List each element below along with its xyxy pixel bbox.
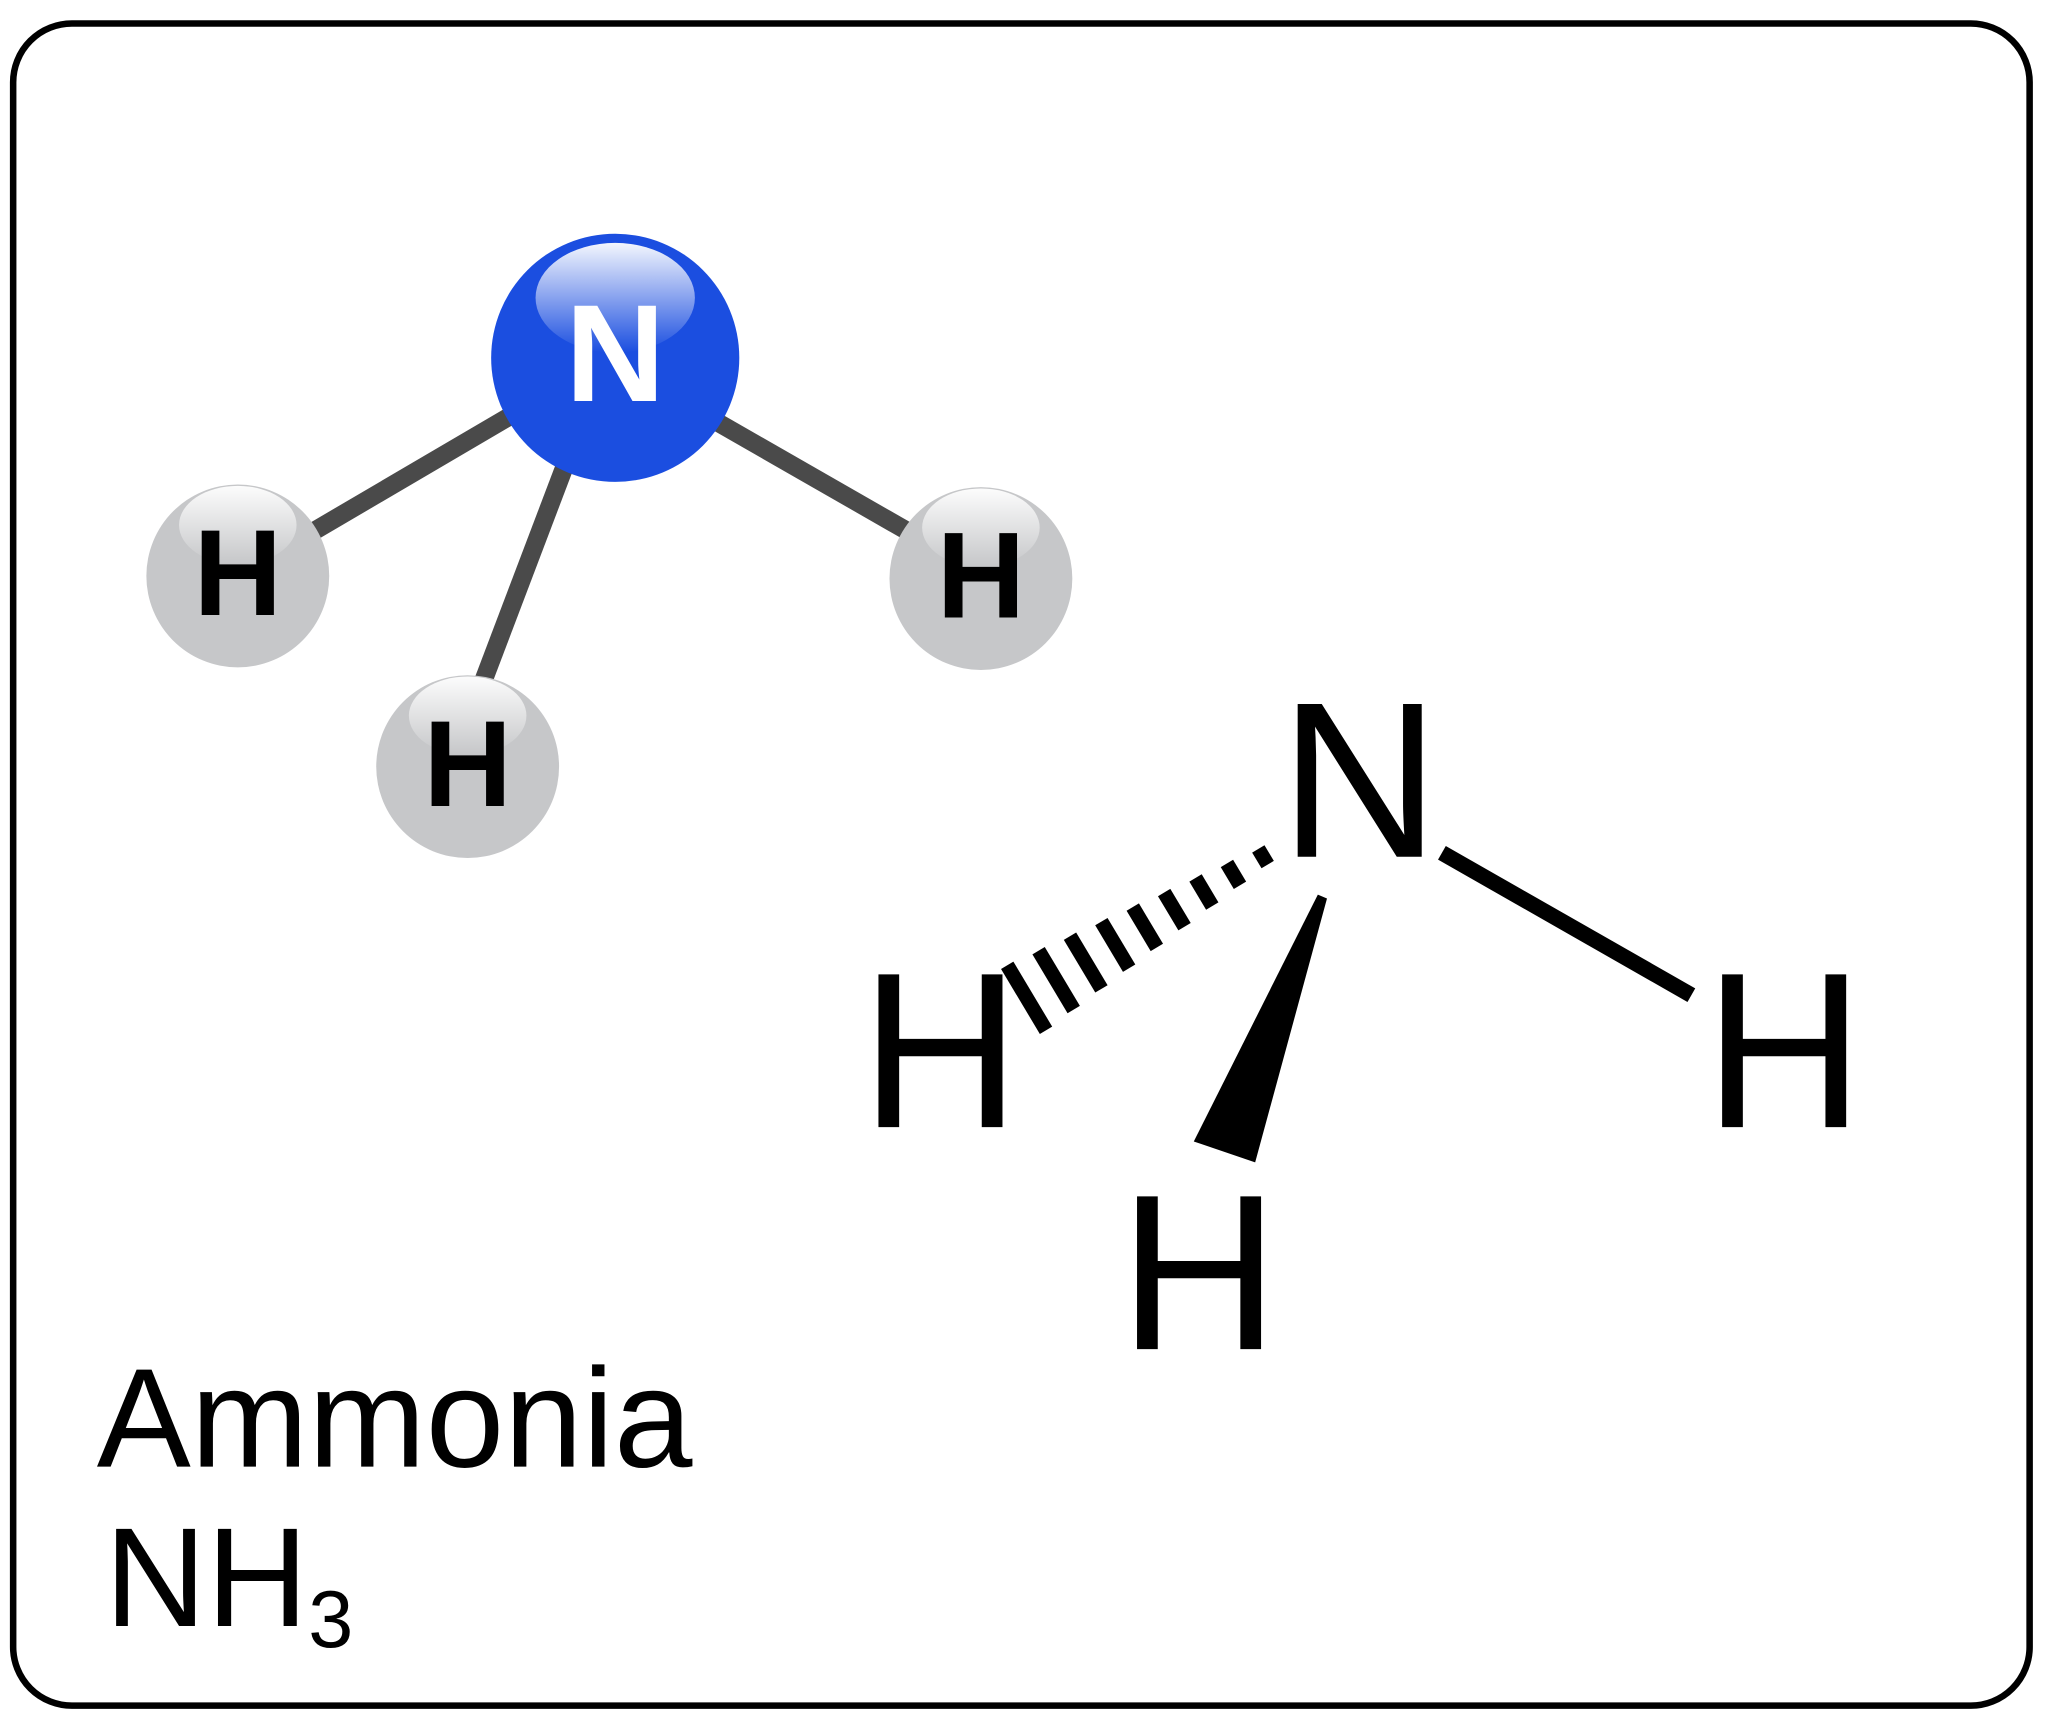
molecule-formula: NH3 (105, 1498, 354, 1665)
hydrogen-label: H (193, 505, 282, 642)
molecule-name: Ammonia (97, 1339, 693, 1497)
ball-stick-model: N H H H (146, 233, 1073, 859)
bond-n-h-left (306, 400, 528, 541)
frame-border (9, 20, 2033, 1709)
caption: Ammonia NH3 (97, 1339, 693, 1665)
hash-mark (1063, 932, 1108, 993)
hash-mark (1032, 947, 1080, 1014)
hash-mark (1126, 903, 1164, 952)
structural-hydrogen-right: H (1704, 927, 1864, 1175)
nitrogen-label: N (565, 277, 665, 431)
hash-mark (1157, 888, 1191, 931)
bond-n-h-bottom (473, 453, 577, 688)
hydrogen-label: H (423, 696, 512, 833)
hashed-bond (1001, 845, 1274, 1034)
wedge-bond (1193, 894, 1327, 1163)
hash-mark (1189, 874, 1219, 910)
hash-mark (1252, 845, 1274, 869)
hydrogen-atom-bottom: H (376, 675, 560, 859)
hash-mark (1095, 917, 1136, 972)
hash-mark (1001, 961, 1053, 1034)
hydrogen-label: H (937, 508, 1026, 645)
structural-nitrogen: N (1279, 657, 1439, 905)
hash-mark (1220, 859, 1247, 889)
single-bond (1438, 846, 1696, 1002)
formula-subscript: 3 (308, 1575, 353, 1665)
hydrogen-atom-right: H (889, 487, 1073, 670)
structural-hydrogen-bottom: H (1119, 1149, 1279, 1397)
structural-formula: N H H H (860, 657, 1864, 1397)
formula-main: NH (105, 1498, 309, 1656)
bond-n-h-right (700, 407, 915, 541)
structural-hydrogen-left: H (860, 927, 1020, 1175)
nitrogen-atom: N (491, 233, 740, 482)
hydrogen-atom-left: H (146, 484, 330, 668)
